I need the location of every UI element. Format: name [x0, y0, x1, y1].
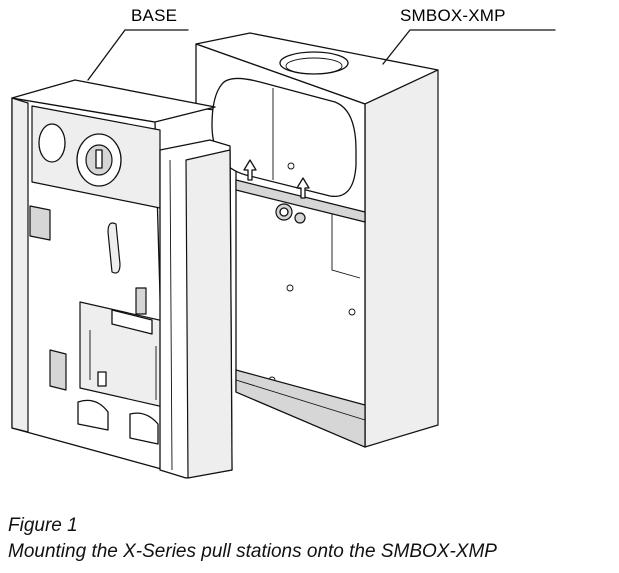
- figure-caption: Mounting the X-Series pull stations onto…: [8, 541, 497, 562]
- box-leader-line: [382, 29, 556, 65]
- base-leader-line: [87, 29, 189, 81]
- base-clip: [49, 349, 67, 391]
- bottom-knockout: [129, 412, 159, 445]
- callout-smbox-xmp: SMBOX-XMP: [400, 6, 506, 25]
- inner-rail: [235, 179, 366, 223]
- base-slot: [107, 222, 121, 274]
- up-arrow-icon: [243, 159, 257, 181]
- terminal-post: [135, 287, 147, 315]
- up-arrow-icon: [296, 177, 310, 199]
- base-clip: [29, 205, 51, 241]
- base-hole: [38, 123, 66, 163]
- mounting-hole: [286, 284, 294, 292]
- base-left-edge: [11, 97, 29, 433]
- lip-edge: [235, 379, 366, 421]
- terminal-cover: [111, 309, 153, 335]
- bottom-knockout: [77, 399, 109, 431]
- rail-edge: [169, 159, 173, 471]
- pull-station-base: [11, 29, 233, 479]
- key-slot: [95, 149, 103, 169]
- mounting-hole: [348, 308, 356, 316]
- inner-wall-edge: [331, 214, 361, 279]
- switch-icon: [97, 371, 107, 387]
- figure-number: Figure 1: [8, 515, 78, 536]
- base-top-face: [11, 79, 216, 123]
- top-knockout-inner: [285, 57, 343, 75]
- mounting-screw-icon: [275, 162, 306, 224]
- box-right-face: [364, 69, 439, 448]
- callout-base: BASE: [131, 6, 178, 25]
- smbox-xmp-box: [195, 29, 556, 448]
- base-rail-side: [185, 149, 233, 479]
- exploded-view-drawing: [11, 29, 556, 479]
- box-bottom-lip: [235, 369, 366, 448]
